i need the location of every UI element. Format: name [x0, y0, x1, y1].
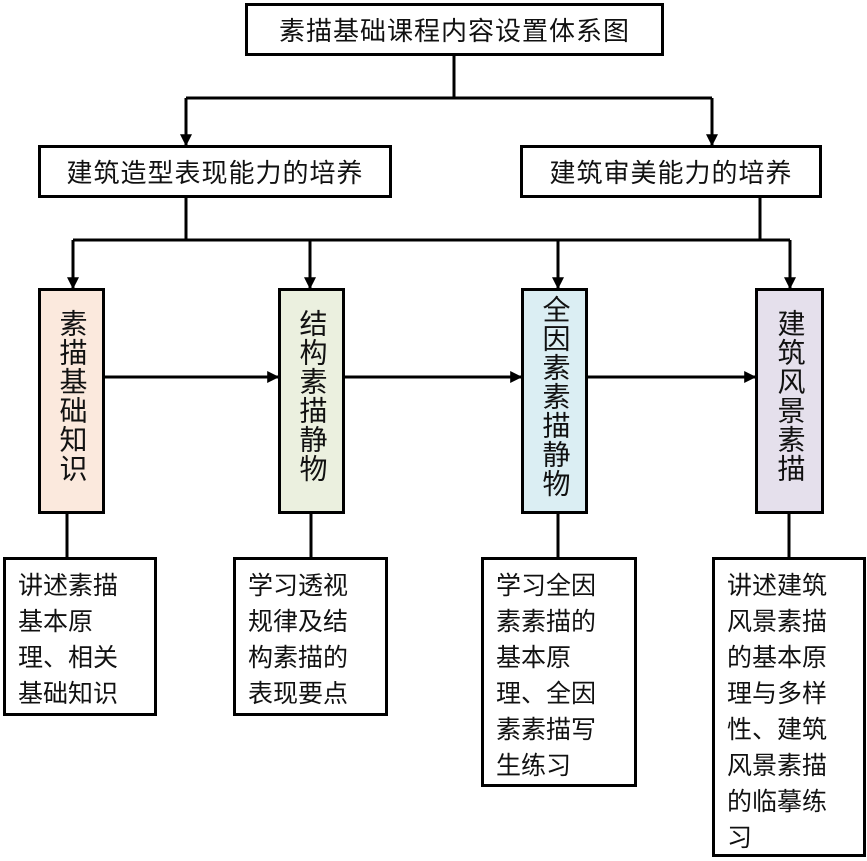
description-1-text: 讲述素描基本原理、相关基础知识 — [18, 571, 119, 708]
module-box-1: 素描基础知识 — [38, 288, 105, 514]
description-box-1: 讲述素描基本原理、相关基础知识 — [3, 557, 157, 716]
description-box-3: 学习全因素素描的基本原理、全因素素描写生练习 — [481, 557, 637, 787]
title-box: 素描基础课程内容设置体系图 — [245, 3, 664, 56]
description-box-4: 讲述建筑风景素描的基本原理与多样性、建筑风景素描的临摹练习 — [712, 557, 866, 857]
module-box-4: 建筑风景素描 — [755, 288, 824, 514]
level1-left-text: 建筑造型表现能力的培养 — [66, 159, 364, 189]
level1-right-text: 建筑审美能力的培养 — [549, 159, 793, 189]
title-text: 素描基础课程内容设置体系图 — [278, 17, 630, 47]
module-box-3: 全因素素描静物 — [521, 288, 588, 514]
description-3-text: 学习全因素素描的基本原理、全因素素描写生练习 — [496, 571, 597, 780]
module-4-label: 建筑风景素描 — [773, 309, 807, 483]
level1-box-left: 建筑造型表现能力的培养 — [38, 145, 392, 198]
description-box-2: 学习透视规律及结构素描的表现要点 — [233, 557, 388, 716]
module-1-label: 素描基础知识 — [55, 309, 89, 483]
description-2-text: 学习透视规律及结构素描的表现要点 — [248, 571, 349, 708]
description-4-text: 讲述建筑风景素描的基本原理与多样性、建筑风景素描的临摹练习 — [727, 571, 828, 852]
module-2-label: 结构素描静物 — [295, 309, 329, 483]
module-box-2: 结构素描静物 — [278, 288, 345, 514]
module-3-label: 全因素素描静物 — [538, 295, 572, 498]
level1-box-right: 建筑审美能力的培养 — [520, 145, 822, 198]
